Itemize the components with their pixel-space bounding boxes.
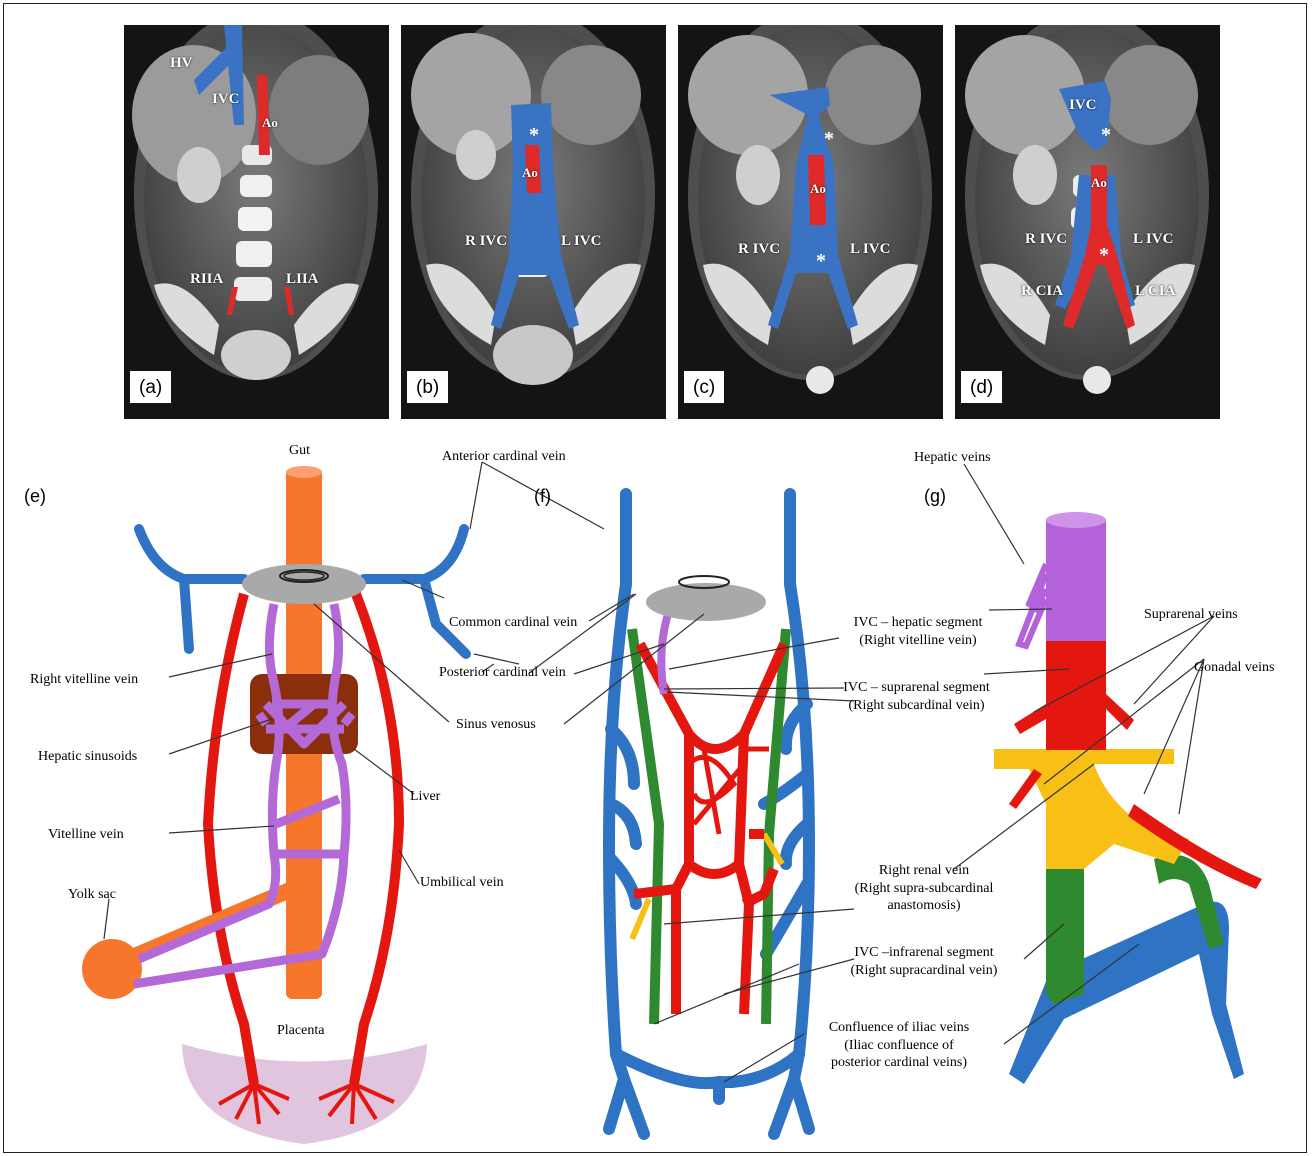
renal-veins-g [994, 749, 1189, 869]
label-ivc-suprarenal-line2: (Right subcardinal vein) [824, 697, 1009, 715]
label-confluence-line1: Confluence of iliac veins [804, 1019, 994, 1037]
placenta-shape [182, 1044, 427, 1144]
label-right-renal-line1: Right renal vein [834, 862, 1014, 880]
label-common-cardinal-vein: Common cardinal vein [449, 614, 577, 632]
label-vitelline-vein: Vitelline vein [48, 826, 124, 844]
label-right-vitelline-vein: Right vitelline vein [30, 671, 138, 689]
label-right-renal-vein: Right renal vein (Right supra-subcardina… [834, 862, 1014, 915]
label-ivc-infrarenal-line1: IVC –infrarenal segment [824, 944, 1024, 962]
hepatic-veins-g [1019, 564, 1046, 646]
label-liver: Liver [410, 788, 440, 806]
subcardinal-plexus-f [689, 749, 769, 834]
label-confluence-line2: (Iliac confluence of [804, 1037, 994, 1055]
label-ivc-hepatic-line2: (Right vitelline vein) [838, 632, 998, 650]
label-ivc-suprarenal: IVC – suprarenal segment (Right subcardi… [824, 679, 1009, 714]
panel-label-e: (e) [24, 486, 46, 507]
ivc-hepatic-top [1046, 512, 1106, 528]
label-yolk-sac: Yolk sac [68, 886, 116, 904]
label-ivc-suprarenal-line1: IVC – suprarenal segment [824, 679, 1009, 697]
label-right-renal-line3: anastomosis) [834, 897, 1014, 915]
label-gut: Gut [289, 442, 310, 460]
label-posterior-cardinal-vein: Posterior cardinal vein [439, 664, 566, 682]
label-suprarenal-veins: Suprarenal veins [1144, 606, 1238, 624]
label-hepatic-sinusoids: Hepatic sinusoids [38, 748, 137, 766]
label-confluence-iliac-veins: Confluence of iliac veins (Iliac conflue… [804, 1019, 994, 1072]
label-ivc-hepatic-line1: IVC – hepatic segment [838, 614, 998, 632]
figure-frame: HV IVC Ao RIIA LIIA (a) * Ao R IVC L IV [3, 3, 1307, 1153]
ivc-hepatic-g [1046, 519, 1106, 641]
ivc-suprarenal-g [1046, 640, 1106, 750]
gut-top [286, 466, 322, 478]
label-sinus-venosus: Sinus venosus [456, 716, 536, 734]
embryology-diagram [4, 4, 1307, 1153]
label-anterior-cardinal-vein: Anterior cardinal vein [442, 448, 566, 466]
label-confluence-line3: posterior cardinal veins) [804, 1054, 994, 1072]
panel-label-f: (f) [534, 486, 551, 507]
label-hepatic-veins: Hepatic veins [914, 449, 991, 467]
panel-g-diagram [954, 464, 1262, 1084]
umbilical-vein-right [354, 594, 399, 1084]
umbilical-vein-left [208, 594, 254, 1084]
label-placenta: Placenta [277, 1022, 324, 1040]
label-ivc-infrarenal-line2: (Right supracardinal vein) [824, 962, 1024, 980]
panel-label-g: (g) [924, 486, 946, 507]
right-gonadal-vein [1009, 769, 1042, 809]
label-right-renal-line2: (Right supra-subcardinal [834, 880, 1014, 898]
panel-e-diagram [82, 462, 604, 1144]
label-umbilical-vein: Umbilical vein [420, 874, 504, 892]
label-gonadal-veins: Gonadal veins [1194, 659, 1274, 677]
yolk-sac [82, 939, 142, 999]
label-ivc-infrarenal: IVC –infrarenal segment (Right supracard… [824, 944, 1024, 979]
label-ivc-hepatic: IVC – hepatic segment (Right vitelline v… [838, 614, 998, 649]
